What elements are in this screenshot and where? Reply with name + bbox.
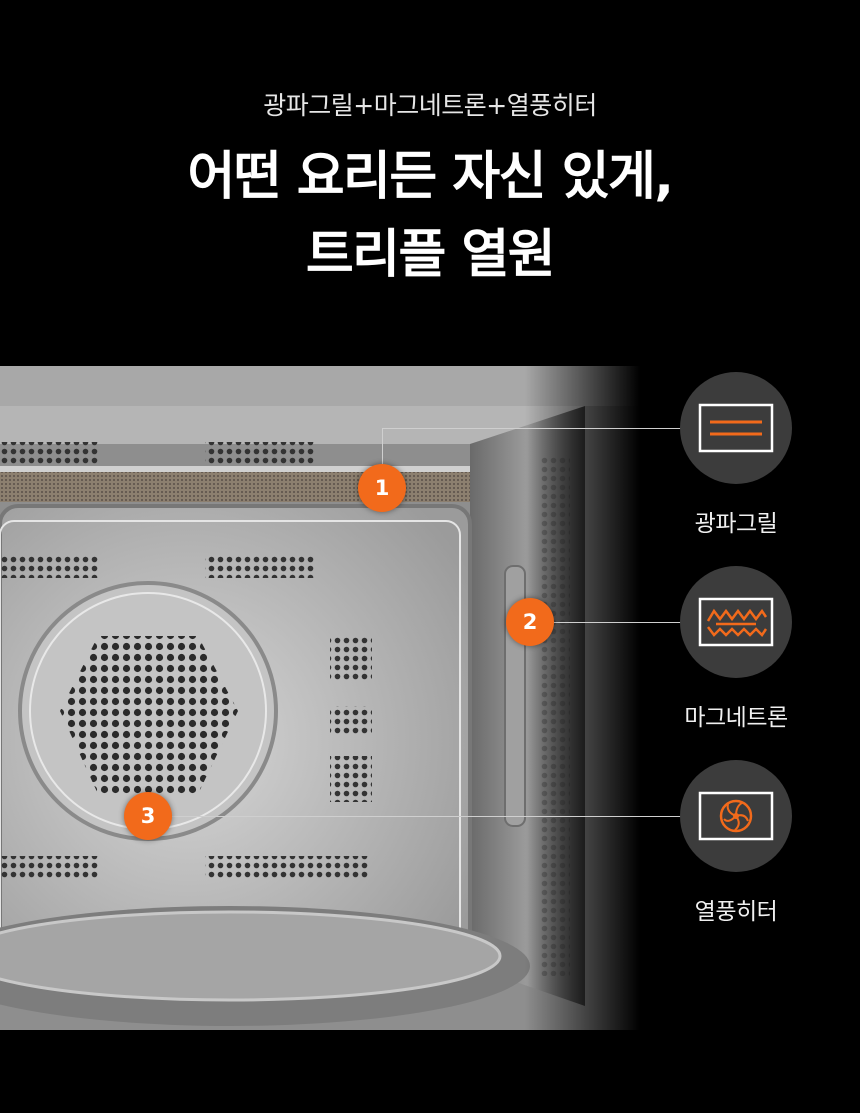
feature-magnetron: 마그네트론 (680, 566, 792, 732)
leader-line-1-vertical (382, 428, 383, 468)
page-headline: 어떤 요리든 자신 있게, 트리플 열원 (0, 138, 860, 294)
headline-line-2: 트리플 열원 (305, 225, 556, 285)
feature-convection-heater: 열풍히터 (680, 760, 792, 926)
leader-line-2 (548, 622, 682, 623)
grill-heater-icon (698, 403, 774, 453)
feature-icon-circle (680, 760, 792, 872)
feature-label: 광파그릴 (694, 511, 778, 537)
page-subtitle: 광파그릴+마그네트론+열풍히터 (263, 91, 597, 120)
marker-2: 2 (506, 598, 554, 646)
leader-line-1 (382, 428, 682, 429)
marker-3: 3 (124, 792, 172, 840)
leader-line-3 (170, 816, 682, 817)
feature-light-wave-grill: 광파그릴 (680, 372, 792, 538)
oven-interior-image (0, 366, 640, 1030)
feature-icon-circle (680, 566, 792, 678)
headline-line-1: 어떤 요리든 자신 있게, (187, 147, 674, 207)
feature-icon-circle (680, 372, 792, 484)
microwave-wave-icon (698, 597, 774, 647)
feature-label: 마그네트론 (684, 705, 788, 731)
feature-label: 열풍히터 (694, 899, 778, 925)
marker-1: 1 (358, 464, 406, 512)
convection-fan-icon (698, 791, 774, 841)
